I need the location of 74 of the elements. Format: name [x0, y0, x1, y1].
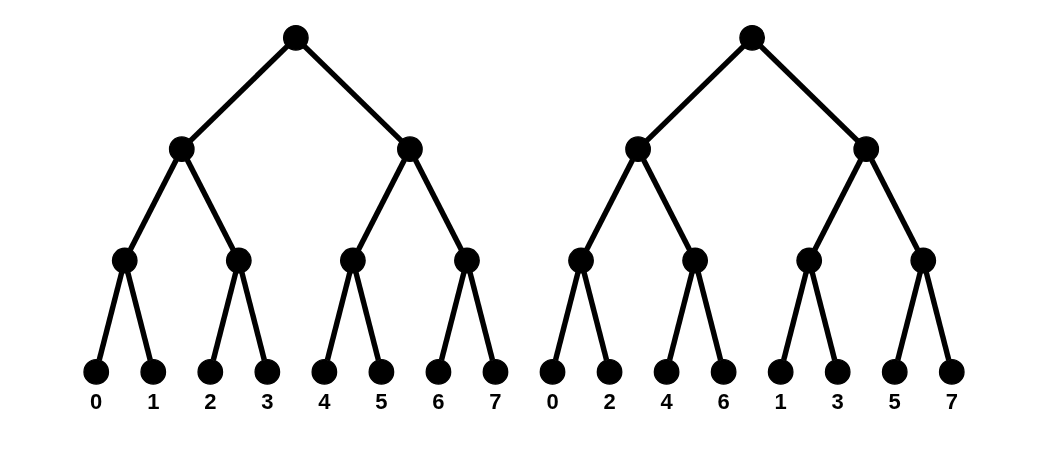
tree-branch-line [96, 271, 125, 361]
leaf-label: 7 [489, 390, 502, 415]
tree-node-dot [796, 247, 823, 274]
tree-branch-line [695, 271, 724, 361]
tree-node-dot [225, 247, 252, 274]
leaf-label: 7 [945, 390, 958, 415]
tree-branch-line [413, 158, 464, 251]
tree-branch-line [584, 158, 635, 251]
tree-node-dot [168, 136, 195, 163]
tree-branch-line [467, 271, 496, 361]
tree-branch-line [581, 271, 610, 361]
tree-node-dot [454, 247, 480, 274]
tree-node-dot [254, 358, 281, 385]
tree-branch-line [210, 271, 239, 361]
tree-node-dot [83, 358, 110, 385]
tree-node-dot [539, 358, 566, 385]
tree-branch-line [781, 271, 809, 361]
leaf-label: 0 [90, 390, 103, 415]
tree-branch-line [923, 271, 952, 361]
tree-branch-line [239, 271, 267, 361]
leaf-label: 2 [204, 390, 217, 415]
leaf-label: 6 [717, 390, 730, 415]
tree-node-dot [482, 358, 509, 385]
tree-node-dot [282, 24, 309, 51]
tree-node-dot [197, 358, 224, 385]
tree-branch-line [667, 271, 695, 361]
tree-branch-line [324, 271, 353, 361]
tree-node-dot [710, 358, 737, 385]
leaf-label: 4 [318, 390, 331, 415]
tree-node-dot [824, 358, 851, 385]
tree-branch-line [125, 271, 153, 361]
tree-branch-line [302, 44, 404, 143]
leaf-label: 1 [147, 390, 160, 415]
tree-node-dot [397, 136, 423, 163]
tree-node-dot [625, 136, 651, 163]
tree-branch-line [641, 158, 692, 251]
tree-branch-line [353, 271, 381, 361]
tree-branch-line [869, 158, 921, 251]
tree-node-dot [653, 358, 680, 385]
tree-node-dot [368, 358, 395, 385]
tree-branch-line [356, 158, 407, 251]
leaf-label: 5 [888, 390, 901, 415]
tree-node-dot [938, 358, 965, 385]
tree-branch-line [127, 158, 179, 251]
leaf-label: 0 [546, 390, 559, 415]
tree-node-dot [140, 358, 167, 385]
tree-branch-line [895, 271, 923, 361]
tree-node-dot [739, 24, 766, 51]
tree-branch-line [188, 44, 289, 143]
tree-branch-line [438, 271, 467, 361]
tree-branch-line [759, 44, 860, 143]
tree-branch-line [552, 271, 581, 361]
leaf-label: 4 [660, 390, 673, 415]
leaf-label: 6 [432, 390, 445, 415]
tree-branch-line [644, 44, 746, 143]
leaf-label: 3 [261, 390, 274, 415]
tree-node-dot [881, 358, 908, 385]
tree-node-dot [682, 247, 708, 274]
tree-branch-line [812, 158, 864, 251]
tree-node-dot [311, 358, 338, 385]
tree-node-dot [425, 358, 452, 385]
tree-node-dot [111, 247, 138, 274]
tree-node-dot [340, 247, 366, 274]
leaf-label: 1 [774, 390, 787, 415]
tree-node-dot [910, 247, 937, 274]
tree-branch-line [809, 271, 838, 361]
leaf-label: 2 [603, 390, 616, 415]
tree-node-dot [767, 358, 794, 385]
leaf-label: 5 [375, 390, 388, 415]
tree-node-dot [853, 136, 880, 163]
tree-node-dot [568, 247, 594, 274]
leaf-label: 3 [831, 390, 844, 415]
tree-branch-line [184, 158, 236, 251]
tree-node-dot [596, 358, 623, 385]
